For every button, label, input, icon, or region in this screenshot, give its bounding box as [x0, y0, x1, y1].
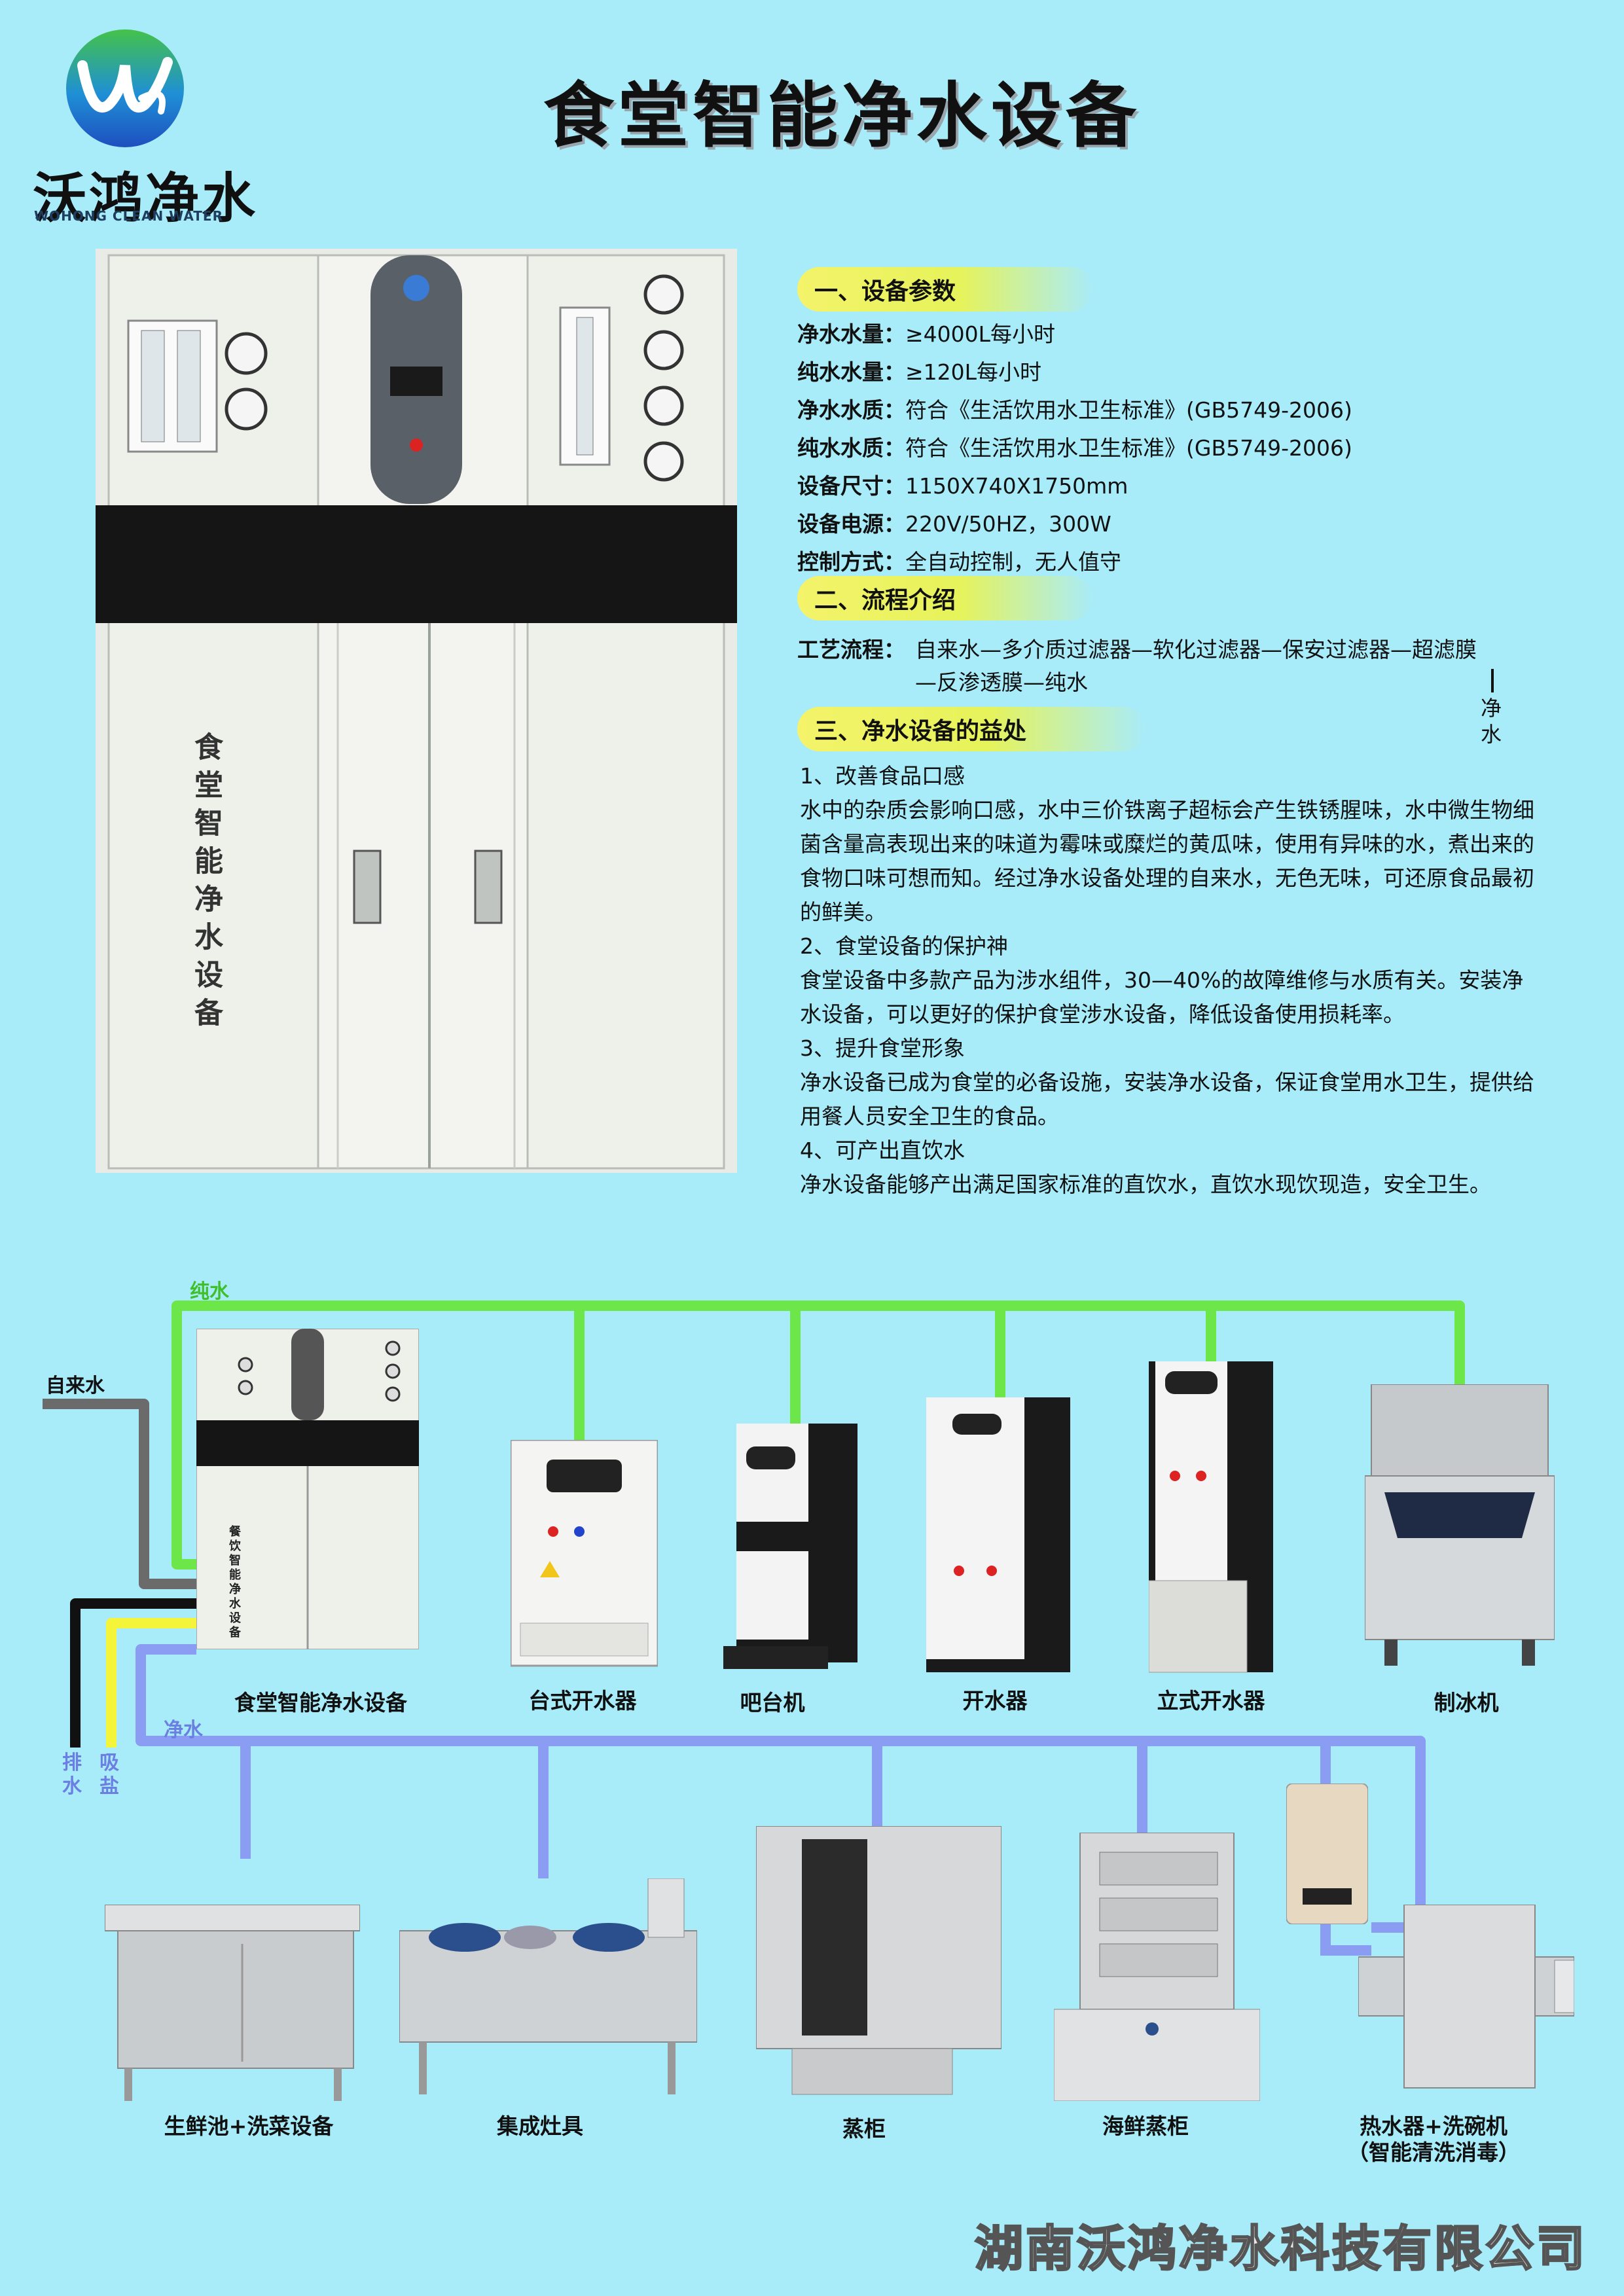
- page-title: 食堂智能净水设备: [543, 75, 1141, 157]
- param-row: 纯水水质：符合《生活饮用水卫生标准》(GB5749-2006): [797, 435, 1352, 461]
- benefit-title: 4、可产出直饮水: [800, 1138, 965, 1163]
- tap-water-label: 自来水: [46, 1374, 105, 1397]
- clean-water-label: 净水: [164, 1719, 203, 1742]
- equipment-label-heater-dishwasher: 热水器+洗碗机: [1360, 2113, 1507, 2139]
- pipe-diagram: [0, 1270, 1624, 2121]
- integrated-stove-image: [399, 1878, 697, 2101]
- benefit-title: 2、食堂设备的保护神: [800, 933, 1008, 959]
- equipment-label-bar-machine: 吧台机: [740, 1690, 805, 1715]
- equipment-label-standing-boiler: 立式开水器: [1157, 1688, 1265, 1713]
- param-row: 纯水水量：≥120L每小时: [797, 359, 1042, 385]
- vegetable-sink-image: [105, 1905, 360, 2101]
- benefit-title: 3、提升食堂形象: [800, 1035, 965, 1061]
- process-side-label: 净水: [1481, 696, 1502, 747]
- param-row: 净水水量：≥4000L每小时: [797, 321, 1056, 347]
- equipment-label-purifier: 食堂智能净水设备: [234, 1690, 407, 1715]
- equipment-label-vegetable-sink: 生鲜池+洗菜设备: [164, 2113, 334, 2139]
- water-boiler-image: [926, 1397, 1070, 1679]
- seafood-steamer-image: [1054, 1833, 1260, 2101]
- purifier-small-label: 餐饮智能净水设备: [229, 1525, 241, 1640]
- equipment-label-steam-cabinet: 蒸柜: [842, 2116, 886, 2142]
- equipment-label-stove: 集成灶具: [497, 2113, 583, 2139]
- section-heading-process: 二、流程介绍: [797, 576, 1093, 620]
- benefit-text: 净水设备已成为食堂的必备设施，安装净水设备，保证食堂用水卫生，提供给用餐人员安全…: [800, 1069, 1534, 1129]
- process-side-connector: [1491, 669, 1494, 692]
- water-heater-image: [1286, 1784, 1368, 1924]
- logo-name: 沃鸿净水: [33, 168, 259, 230]
- purifier-small-image: [196, 1329, 419, 1649]
- salt-label: 吸盐: [99, 1751, 119, 1798]
- standing-boiler-image: [1149, 1361, 1273, 1676]
- benefit-text: 净水设备能够产出满足国家标准的直饮水，直饮水现饮现造，安全卫生。: [800, 1172, 1491, 1197]
- equipment-label-ice-maker: 制冰机: [1434, 1690, 1499, 1715]
- section-heading-params: 一、设备参数: [797, 267, 1093, 312]
- dishwasher-image: [1358, 1905, 1574, 2101]
- steam-cabinet-image: [756, 1826, 1001, 2101]
- benefits-text: 1、改善食品口感 水中的杂质会影响口感，水中三价铁离子超标会产生铁锈腥味，水中微…: [800, 759, 1538, 1202]
- countertop-boiler-image: [511, 1440, 658, 1682]
- drain-label: 排水: [62, 1751, 82, 1798]
- purifier-machine-image: [96, 249, 737, 1173]
- process-key: 工艺流程：: [797, 637, 905, 662]
- benefit-text: 水中的杂质会影响口感，水中三价铁离子超标会产生铁锈腥味，水中微生物细菌含量高表现…: [800, 797, 1534, 925]
- equipment-label-seafood-steamer: 海鲜蒸柜: [1102, 2113, 1189, 2139]
- equipment-label-water-boiler: 开水器: [962, 1688, 1028, 1713]
- benefit-title: 1、改善食品口感: [800, 763, 965, 789]
- benefit-text: 食堂设备中多款产品为涉水组件，30—40%的故障维修与水质有关。安装净水设备，可…: [800, 967, 1524, 1027]
- bar-machine-image: [723, 1424, 857, 1676]
- equipment-label-countertop-boiler: 台式开水器: [528, 1688, 637, 1713]
- equipment-note-dishwasher: （智能清洗消毒）: [1347, 2140, 1520, 2165]
- company-name: 湖南沃鸿净水科技有限公司: [974, 2220, 1587, 2278]
- pure-water-label: 纯水: [190, 1280, 229, 1303]
- param-row: 设备尺寸：1150X740X1750mm: [797, 473, 1128, 499]
- machine-vertical-label: 食堂智能净水设备: [189, 732, 223, 1035]
- params-list: 净水水量：≥4000L每小时 纯水水量：≥120L每小时 净水水质：符合《生活饮…: [797, 315, 1609, 581]
- param-row: 控制方式：全自动控制，无人值守: [797, 549, 1121, 575]
- logo-mark: [63, 26, 187, 151]
- process-line-1: 自来水—多介质过滤器—软化过滤器—保安过滤器—超滤膜: [915, 637, 1477, 662]
- param-row: 净水水质：符合《生活饮用水卫生标准》(GB5749-2006): [797, 397, 1352, 423]
- section-heading-benefits: 三、净水设备的益处: [797, 707, 1146, 751]
- process-line-2: —反渗透膜—纯水: [915, 670, 1088, 695]
- param-row: 设备电源：220V/50HZ，300W: [797, 511, 1111, 537]
- logo-subtitle: WOHONG CLEAN WATER: [34, 208, 223, 224]
- ice-maker-image: [1365, 1384, 1555, 1666]
